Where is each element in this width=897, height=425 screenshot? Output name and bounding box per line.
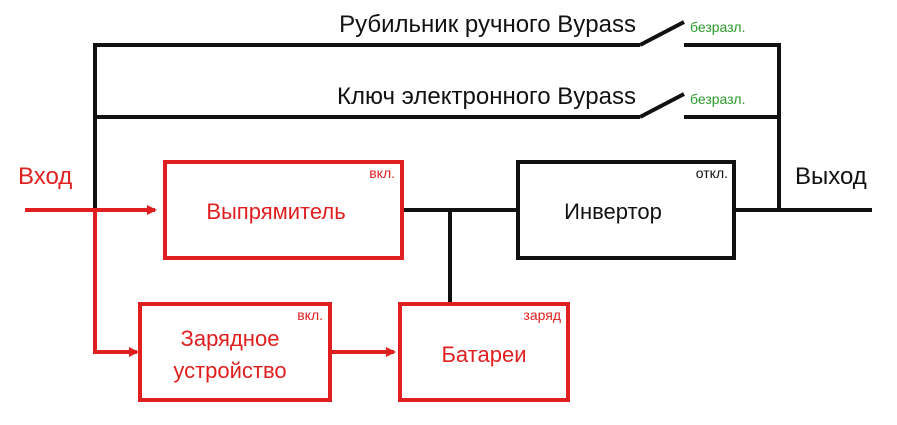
input-to-charger-arrow <box>93 212 139 357</box>
batteries-label: Батареи <box>441 342 526 367</box>
electronic-bypass-switch <box>639 92 685 119</box>
electronic-bypass-status: безразл. <box>690 91 746 107</box>
inverter-status: откл. <box>696 165 728 181</box>
charger-status: вкл. <box>297 307 323 323</box>
rectifier-status: вкл. <box>369 165 395 181</box>
main-black-lines <box>404 208 872 304</box>
active-paths <box>25 205 396 357</box>
rectifier-label: Выпрямитель <box>206 199 345 224</box>
input-label: Вход <box>18 163 72 190</box>
charger-label-line2: устройство <box>173 358 286 383</box>
manual-bypass-label: Рубильник ручного Bypass <box>339 11 636 38</box>
bypass-lines <box>93 20 781 212</box>
manual-bypass-switch <box>639 20 685 47</box>
inverter-label: Инвертор <box>564 199 662 224</box>
electronic-bypass-label: Ключ электронного Bypass <box>337 83 636 110</box>
rectifier-block <box>163 160 404 260</box>
charger-label-line1: Зарядное <box>181 326 280 351</box>
manual-bypass-status: безразл. <box>690 19 746 35</box>
batteries-status: заряд <box>523 307 561 323</box>
output-label: Выход <box>795 163 867 190</box>
charger-block <box>138 302 332 402</box>
inverter-block <box>516 160 736 260</box>
batteries-block <box>398 302 570 402</box>
